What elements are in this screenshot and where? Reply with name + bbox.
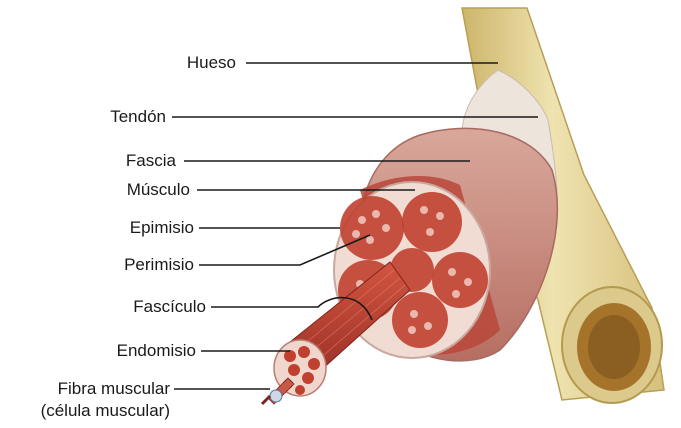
label-tendon: Tendón	[80, 107, 166, 127]
label-hueso: Hueso	[150, 53, 236, 73]
label-perimisio: Perimisio	[96, 255, 194, 275]
label-musculo: Músculo	[96, 180, 190, 200]
label-epimisio: Epimisio	[100, 218, 194, 238]
label-celula-muscular: (célula muscular)	[10, 401, 170, 421]
label-endomisio: Endomisio	[90, 341, 196, 361]
label-fascia: Fascia	[90, 151, 176, 171]
label-fasciculo: Fascículo	[100, 297, 206, 317]
label-fibra-muscular: Fibra muscular	[10, 379, 170, 399]
